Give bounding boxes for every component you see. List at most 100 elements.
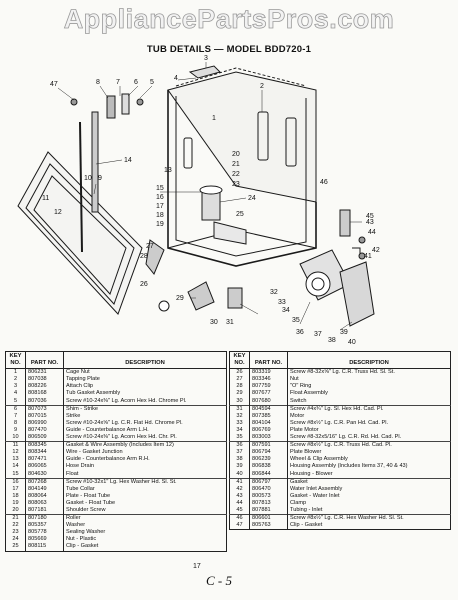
cell-part-no: 808344	[25, 449, 64, 457]
cell-key-no: 6	[5, 404, 26, 413]
cell-description: Screw #4x¾" Lg. Sl. Hex Hd. Cad. Pl.	[287, 404, 451, 413]
cell-description: Screw #10-24x⅜" Lg. Acorn Hex Hd. Chrome…	[66, 397, 187, 404]
cell-key-no: 27	[229, 376, 250, 384]
cell-part-no: 805778	[25, 529, 64, 537]
cell-key-no: 33	[229, 419, 250, 427]
cell-description: Guide - Counterbalance Arm R.H.	[66, 456, 150, 463]
cell-description: Gasket & Wire Assembly (Includes Item 12…	[63, 441, 227, 450]
table-header-row: KEY NO. PART NO. DESCRIPTION	[5, 351, 227, 370]
callout-1: 1	[212, 115, 216, 122]
callout-2: 2	[260, 83, 264, 90]
cell-key-no: 8	[5, 419, 26, 427]
cell-part-no: 806794	[249, 449, 288, 457]
callout-26: 26	[140, 281, 148, 288]
cell-description: Clamp	[290, 499, 307, 506]
cell-description: Plate - Float Tube	[66, 492, 111, 499]
callout-21: 21	[232, 161, 240, 168]
callout-10: 10	[84, 175, 92, 182]
cell-part-no: 807015	[25, 412, 64, 420]
callout-25: 25	[236, 211, 244, 218]
cell-description: Clip - Gasket	[290, 522, 323, 529]
callout-34: 34	[282, 307, 290, 314]
callout-6: 6	[134, 79, 138, 86]
screw-part	[70, 98, 78, 106]
cell-description: Hose Drain	[66, 463, 94, 470]
cell-description: Wheel & Clip Assembly	[290, 456, 348, 463]
col-header-key: KEY NO.	[5, 351, 26, 370]
callout-42: 42	[372, 247, 380, 254]
cell-key-no: 16	[5, 477, 26, 486]
cell-part-no: 808345	[25, 441, 64, 450]
cell-key-no: 28	[229, 383, 250, 391]
cell-part-no: 805669	[25, 536, 64, 544]
cell-key-no: 42	[229, 485, 250, 493]
cell-key-no: 32	[229, 412, 250, 420]
cell-description: Housing - Blower	[290, 470, 333, 477]
cell-part-no: 807073	[25, 404, 64, 413]
callout-38: 38	[328, 337, 336, 344]
cell-key-no: 29	[229, 390, 250, 398]
cell-description: Tube Collar	[66, 485, 95, 492]
cell-description: Housing Assembly (Includes Items 37, 40 …	[290, 463, 408, 470]
cell-key-no: 3	[5, 383, 26, 391]
cell-key-no: 10	[5, 434, 26, 442]
screw-part	[136, 98, 144, 106]
cell-part-no: 807180	[25, 514, 64, 523]
cell-part-no: 804149	[25, 485, 64, 493]
cell-key-no: 30	[229, 397, 250, 406]
cell-description: Plate Blower	[290, 449, 322, 456]
cell-description: Clip - Gasket	[66, 543, 99, 550]
cell-part-no: 806601	[249, 514, 288, 523]
cell-key-no: 11	[5, 441, 26, 450]
cell-key-no: 47	[229, 522, 250, 530]
cell-part-no: 806844	[249, 470, 288, 479]
callout-8: 8	[96, 79, 100, 86]
cell-part-no: 806769	[249, 426, 288, 435]
callout-29: 29	[176, 295, 184, 302]
callout-17: 17	[156, 203, 164, 210]
cell-description: Switch	[290, 397, 307, 404]
callout-12: 12	[54, 209, 62, 216]
cell-part-no: 803003	[249, 434, 288, 442]
cell-part-no: 807813	[249, 499, 288, 507]
cell-description: Wire - Gasket Junction	[66, 449, 123, 456]
door-panel	[17, 151, 143, 315]
cell-key-no: 34	[229, 426, 250, 435]
cell-description: Nut	[290, 376, 299, 383]
callout-41: 41	[364, 253, 372, 260]
cell-part-no: 807759	[249, 383, 288, 391]
cell-part-no: 807181	[25, 506, 64, 515]
cell-key-no: 36	[229, 441, 250, 450]
motor-wheel	[305, 271, 331, 297]
callout-13: 13	[164, 167, 172, 174]
cell-key-no: 25	[5, 543, 26, 552]
watermark-logo: AppliancePartsPros.com	[63, 4, 395, 35]
tub-side-slot	[285, 117, 297, 167]
callout-33: 33	[278, 299, 286, 306]
cell-part-no: 807881	[249, 506, 288, 515]
callout-16: 16	[156, 194, 164, 201]
cell-key-no: 4	[5, 390, 26, 398]
door-inner-line	[33, 175, 127, 295]
cell-key-no: 35	[229, 434, 250, 442]
